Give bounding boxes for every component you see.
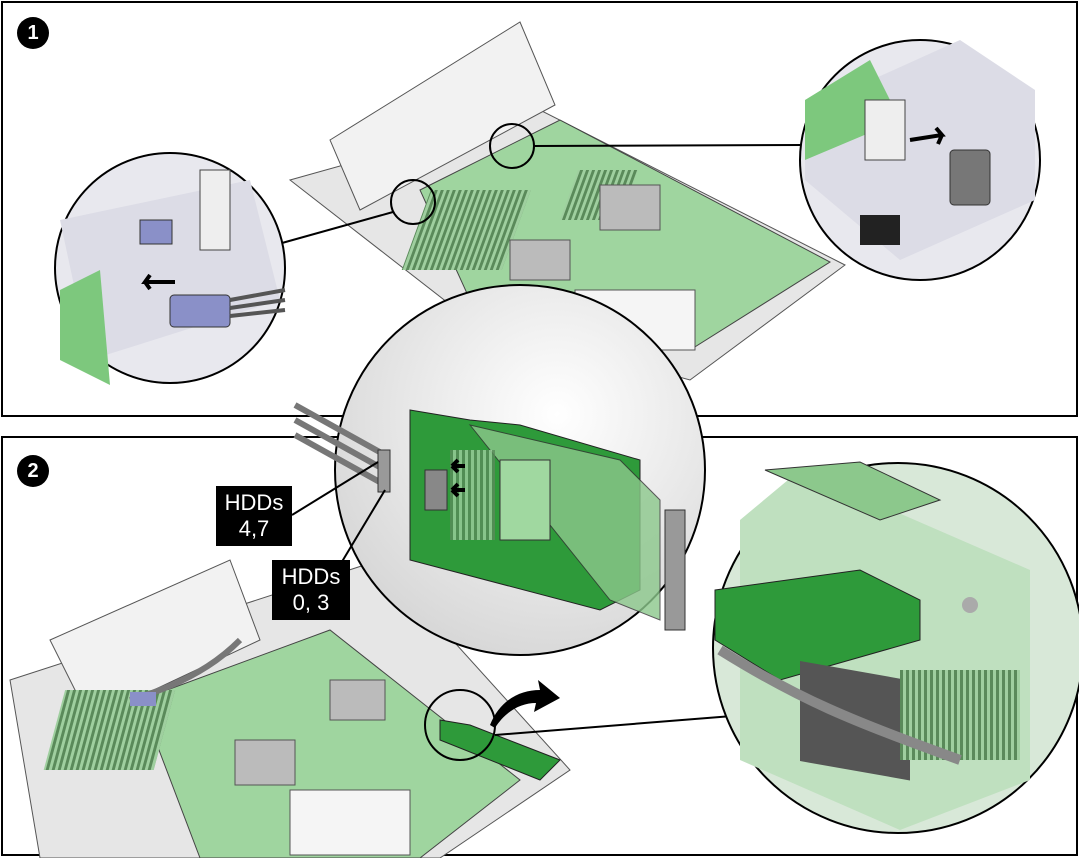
- label-hdds-0-3: HDDs 0, 3: [272, 560, 350, 620]
- callout-circle-left-connector: [390, 179, 436, 225]
- step-2-badge: 2: [17, 455, 49, 487]
- label-hdds-0-3-line1: HDDs: [281, 564, 341, 589]
- zoom-riser-slot: [712, 461, 1079, 834]
- rotate-arrow-icon: [490, 680, 560, 728]
- zoom-left-sas-connector: [54, 152, 286, 385]
- step-1-badge: 1: [17, 17, 49, 49]
- sas-cables: [293, 402, 391, 493]
- arrow-left-icon: [141, 273, 175, 291]
- zoom-hba-card: [334, 284, 706, 656]
- arrow-right-icon: [909, 126, 946, 145]
- label-hdds-0-3-line2: 0, 3: [292, 590, 330, 615]
- zoom-right-sas-connector: [799, 39, 1041, 281]
- label-hdds-4-7-line1: HDDs: [224, 490, 284, 515]
- label-hdds-4-7-line2: 4,7: [238, 516, 270, 541]
- server-chassis-step-2: [9, 559, 571, 858]
- label-hdds-4-7: HDDs 4,7: [216, 486, 292, 546]
